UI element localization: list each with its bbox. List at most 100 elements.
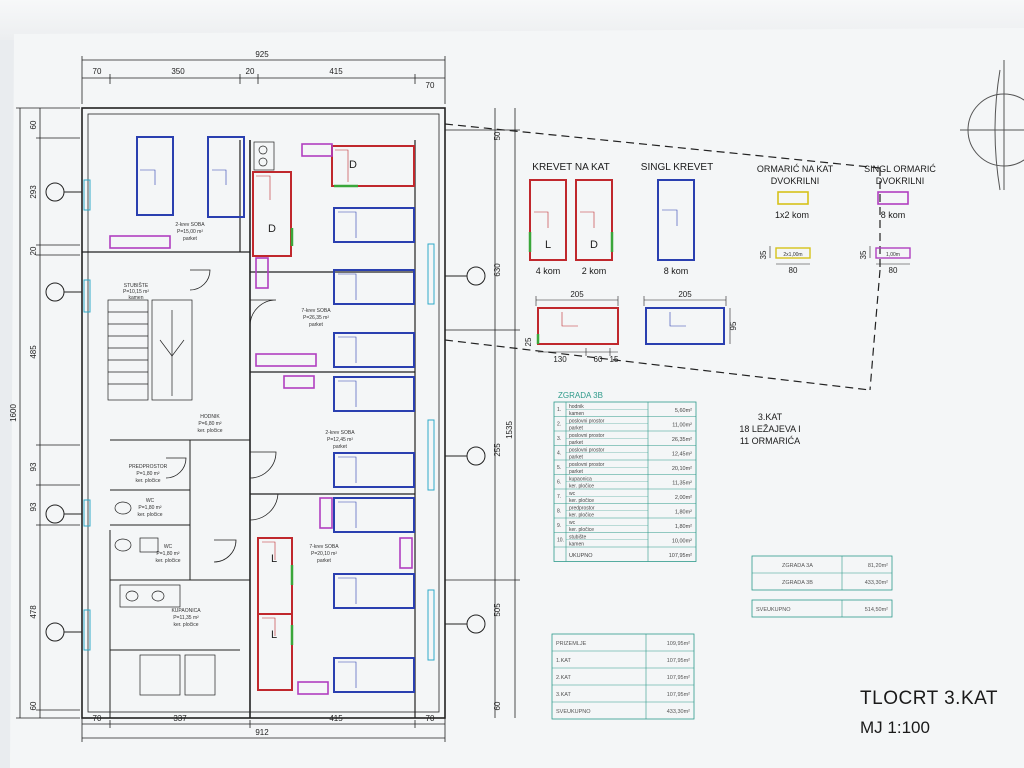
dim-left-1: 60 [29, 120, 38, 129]
floors-row-label: 2.KAT [556, 675, 572, 681]
svg-text:DVOKRILNI: DVOKRILNI [771, 176, 820, 186]
table-b-row-num: 4. [557, 451, 561, 457]
left-dimension-lines [16, 107, 80, 719]
table-b-row-num: 5. [557, 465, 561, 471]
svg-text:18 LEŽAJEVA I: 18 LEŽAJEVA I [739, 424, 800, 434]
legend-wardrobe-bunk-depth: 35 [759, 250, 768, 259]
table-b-row-area: 12,45m² [672, 452, 692, 458]
legend-bunk-left-letter: L [545, 239, 551, 251]
table-b-row-area: 11,00m² [672, 423, 692, 429]
svg-text:WC: WC [146, 498, 155, 504]
legend-wardrobe-single-width: 80 [889, 266, 898, 275]
drawing-title: TLOCRT 3.KAT [860, 688, 998, 709]
table-b-row-floor: parket [569, 469, 584, 475]
paper-sheet [10, 28, 1024, 768]
svg-text:P=20,10 m²: P=20,10 m² [311, 551, 337, 557]
table-b-row-name: wc [569, 491, 576, 497]
right-axis-markers [445, 266, 486, 634]
legend-wardrobe-bunk [777, 191, 809, 205]
table-b-row-area: 1,80m² [675, 510, 692, 516]
floors-row-label: PRIZEMLJE [556, 641, 587, 647]
svg-text:DVOKRILNI: DVOKRILNI [876, 176, 925, 186]
table-b-row-floor: kamen [569, 542, 584, 548]
dim-left-3: 20 [29, 246, 38, 255]
svg-text:ker. pločice: ker. pločice [173, 622, 198, 628]
buildings-row-value: 81,20m² [868, 563, 888, 569]
table-b-row-num: 10. [557, 538, 564, 544]
table-b-total-value: 107,95m² [669, 553, 692, 559]
buildings-total-value: 514,50m² [865, 607, 888, 613]
table-b-row-floor: ker. pločice [569, 527, 594, 533]
dim-right-6: 60 [493, 701, 502, 710]
room-labels: 2-krev SOBA P=15,00 m² parket STUBIŠTE P… [123, 222, 355, 628]
table-b-row-name: poslovni prostor [569, 462, 605, 468]
legend-bed-length-1: 205 [570, 290, 584, 299]
svg-text:ker. pločice: ker. pločice [197, 428, 222, 434]
legend-bed-height-small: 25 [524, 337, 533, 346]
svg-text:P=10,15 m²: P=10,15 m² [123, 289, 149, 295]
table-b-row-num: 9. [557, 523, 561, 529]
table-b-row-num: 2. [557, 422, 561, 428]
table-b-row-num: 8. [557, 509, 561, 515]
svg-text:P=1,80 m²: P=1,80 m² [136, 471, 160, 477]
svg-text:parket: parket [317, 558, 332, 564]
svg-text:KREVET NA KAT: KREVET NA KAT [532, 162, 609, 173]
legend-titles: KREVET NA KAT SINGL KREVET ORMARIĆ NA KA… [532, 162, 936, 186]
top-dimension-chain [81, 56, 446, 104]
legend-bunk-left-count: 4 kom [536, 266, 561, 276]
svg-text:P=6,80 m²: P=6,80 m² [198, 421, 222, 427]
dim-bottom-total: 912 [255, 728, 269, 737]
svg-text:parket: parket [183, 236, 198, 242]
dim-right-5: 505 [493, 603, 502, 617]
legend-wardrobe-single [877, 191, 909, 205]
table-b-row-name: predprostor [569, 506, 595, 512]
table-b-row-num: 1. [557, 407, 561, 413]
svg-text:SINGL ORMARIĆ: SINGL ORMARIĆ [864, 164, 936, 174]
site-boundary [444, 123, 881, 391]
floors-row-value: 433,30m² [667, 709, 690, 715]
table-b-row-name: hodnik [569, 404, 584, 410]
legend-bed-sub-3: 15 [610, 355, 619, 364]
north-arrow-icon [960, 60, 1024, 191]
svg-text:P=12,45 m²: P=12,45 m² [327, 437, 353, 443]
svg-text:P=26,35 m²: P=26,35 m² [303, 315, 329, 321]
sanitary-fixtures [114, 141, 275, 696]
dim-right-4: 255 [493, 443, 502, 457]
table-b-total-label: UKUPNO [569, 553, 593, 559]
svg-text:3.KAT: 3.KAT [758, 412, 783, 422]
bed-letter-4: L [271, 629, 277, 641]
buildings-row-label: ZGRADA 3A [782, 563, 813, 569]
svg-text:P=1,80 m²: P=1,80 m² [156, 551, 180, 557]
table-b-row-name: kupaonica [569, 477, 592, 483]
legend-wardrobe-bunk-detail [775, 247, 811, 259]
table-b-row-floor: kamen [569, 411, 584, 417]
dim-top-1: 70 [93, 67, 102, 76]
table-b-row-name: poslovni prostor [569, 433, 605, 439]
buildings-row-value: 433,30m² [865, 580, 888, 586]
table-b-row-floor: ker. pločice [569, 484, 594, 490]
wardrobes [109, 143, 413, 695]
table-b-row-floor: ker. pločice [569, 498, 594, 504]
legend-wardrobe-dims [769, 246, 910, 265]
bed-letter-3: L [271, 553, 277, 565]
table-b-title: ZGRADA 3B [558, 391, 603, 400]
table-b-row-num: 7. [557, 494, 561, 500]
doors [165, 269, 279, 563]
table-b-row-num: 6. [557, 480, 561, 486]
buildings-row-label: ZGRADA 3B [782, 580, 813, 586]
table-b-row-num: 3. [557, 436, 561, 442]
table-b-row-area: 2,00m² [675, 495, 692, 501]
svg-text:7-krev SOBA: 7-krev SOBA [309, 544, 339, 550]
dim-right-2: 630 [493, 263, 502, 277]
floors-row-label: 3.KAT [556, 692, 572, 698]
legend-bed-width: 95 [729, 321, 738, 330]
floors-row-label: SVEUKUPNO [556, 709, 591, 715]
dim-left-5: 93 [29, 462, 38, 471]
dim-left-6: 93 [29, 502, 38, 511]
svg-text:7-krev SOBA: 7-krev SOBA [301, 308, 331, 314]
table-b-row-name: poslovni prostor [569, 419, 605, 425]
drawing-scale: MJ 1:100 [860, 718, 930, 737]
